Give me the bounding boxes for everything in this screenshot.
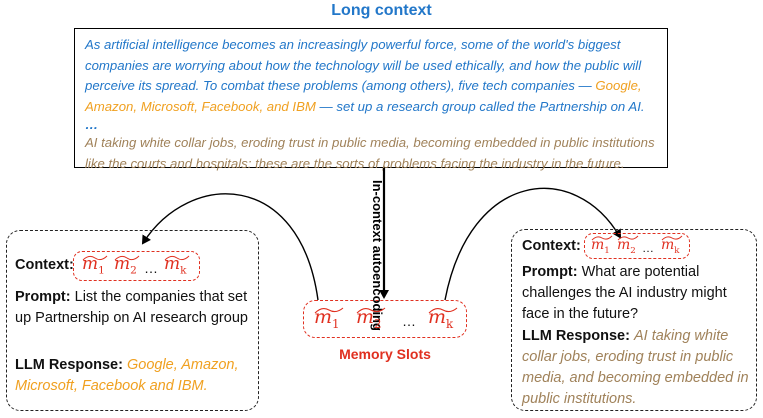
autoencoding-label: In-context autoencoding	[370, 180, 385, 331]
right-response: LLM Response: AI taking white collar job…	[522, 328, 749, 407]
right-prompt: Prompt: What are potential challenges th…	[522, 264, 727, 322]
memory-slot-ellipsis: …	[402, 313, 416, 329]
memory-slots-label: Memory Slots	[339, 346, 431, 362]
left-prompt: Prompt: List the companies that set up P…	[15, 289, 248, 326]
context-paragraph-2: AI taking white collar jobs, eroding tru…	[85, 135, 655, 171]
arrow-to-left-card	[141, 193, 319, 301]
memory-slot-2: m2	[356, 306, 386, 331]
context-text-1a: As artificial intelligence becomes an in…	[85, 37, 642, 94]
long-context-box: As artificial intelligence becomes an in…	[74, 28, 668, 171]
context-ellipsis: …	[85, 117, 99, 133]
left-response: LLM Response: Google, Amazon, Microsoft,…	[15, 357, 239, 394]
right-slot-1: m1	[591, 235, 613, 262]
right-slot-2: m2	[617, 235, 639, 262]
left-query-card: Context: m1 m2 … mk Prompt: List the com…	[6, 230, 259, 411]
context-companies: Google, Amazon, Microsoft, Facebook, and…	[85, 78, 642, 114]
right-query-card: Context: m1 m2 … mk Prompt: What are pot…	[511, 229, 757, 411]
context-text-1b: — set up a research group called the Par…	[315, 98, 645, 114]
context-paragraph-1: As artificial intelligence becomes an in…	[85, 35, 657, 117]
right-context-label: Context:	[522, 238, 581, 254]
right-slot-ellipsis: …	[642, 241, 654, 255]
left-slot-k: mk	[164, 254, 190, 281]
memory-slot-1: m1	[314, 306, 344, 331]
right-slot-k: mk	[661, 235, 683, 262]
left-slot-ellipsis: …	[144, 260, 158, 276]
left-slot-1: m1	[82, 254, 108, 281]
right-context-slots: m1 m2 … mk	[584, 233, 690, 259]
diagram-title: Long context	[331, 2, 432, 19]
left-context-slots: m1 m2 … mk	[73, 251, 200, 281]
memory-slot-k: mk	[428, 306, 458, 331]
left-context-label: Context:	[15, 257, 74, 273]
left-slot-2: m2	[114, 254, 140, 281]
arrow-to-right-card	[444, 187, 622, 301]
memory-slots-box: m1 m2 … mk	[303, 300, 467, 338]
